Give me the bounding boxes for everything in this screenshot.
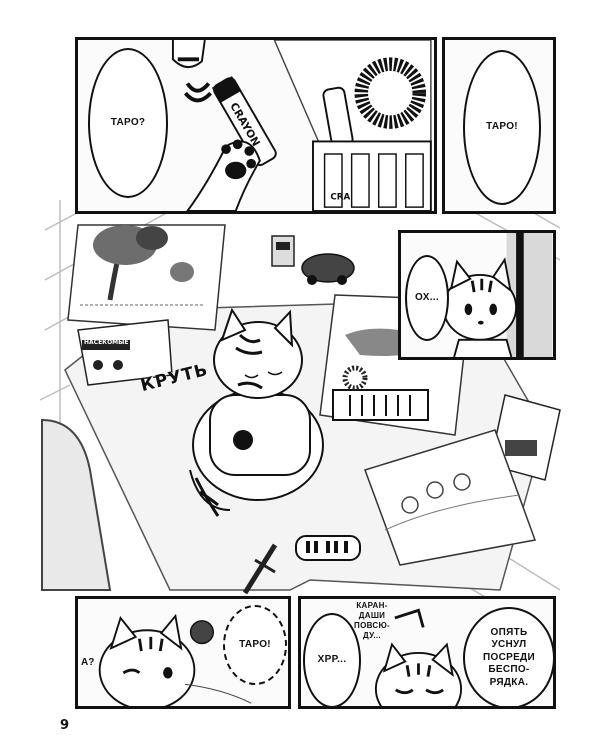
toy-piano xyxy=(295,535,361,561)
speech-text: ТАРО! xyxy=(486,121,518,133)
toy-bug xyxy=(189,620,215,645)
speech-text: ОПЯТЬ УСНУЛ ПОСРЕДИ БЕСПО- РЯДКА. xyxy=(483,626,535,688)
speech-text: ХРР... xyxy=(317,654,347,666)
speech-bubble: ТАРО? xyxy=(88,48,168,198)
book-title: НАСЕКОМЫЕ xyxy=(84,339,129,346)
crayon-scene: CRAYON CRA xyxy=(171,40,432,211)
kitten-paw xyxy=(186,139,261,211)
panel-bottom-right: КАРАН- ДАШИ ПОВСЮ- ДУ... ХРР... ОПЯТЬ УС… xyxy=(298,596,556,709)
firetruck-book xyxy=(489,394,561,481)
panel-middle-inset: ОХ... xyxy=(398,230,556,360)
insect-book xyxy=(77,319,173,386)
wreath-small xyxy=(342,365,368,391)
panel-bottom-left: А? ТАРО! xyxy=(75,596,291,709)
kitten-feet xyxy=(171,40,213,103)
speech-text: ТАРО! xyxy=(239,638,271,650)
chair-edge xyxy=(41,418,112,591)
speech-text: ТАРО? xyxy=(110,116,146,128)
thought-bubble: ТАРО! xyxy=(223,605,287,685)
small-speech-text: А? xyxy=(81,657,95,668)
speech-bubble: ОХ... xyxy=(405,255,449,341)
speech-bubble-left: ХРР... xyxy=(303,613,361,706)
sleeping-kitten xyxy=(189,307,324,517)
sleeping-kitten-closeup xyxy=(374,608,463,706)
speech-bubble-top: КАРАН- ДАШИ ПОВСЮ- ДУ... xyxy=(347,601,397,641)
children-drawing xyxy=(364,429,537,566)
speech-text: КАРАН- ДАШИ ПОВСЮ- ДУ... xyxy=(354,601,390,640)
speech-text: ОХ... xyxy=(415,291,439,303)
page-number: 9 xyxy=(60,718,70,733)
kitten-closeup xyxy=(442,233,553,357)
crayon-box: CRA xyxy=(312,140,432,211)
crayon-box-floor xyxy=(332,389,429,421)
speech-bubble: ТАРО! xyxy=(463,50,541,205)
svg-text:CRA: CRA xyxy=(330,192,350,202)
panel-top-right: ТАРО! xyxy=(442,37,556,214)
toy-robot xyxy=(271,235,295,267)
toy-sword xyxy=(242,543,278,595)
speech-bubble-right: ОПЯТЬ УСНУЛ ПОСРЕДИ БЕСПО- РЯДКА. xyxy=(463,607,553,706)
kitten-face-scene xyxy=(98,613,252,706)
tree-drawing-paper xyxy=(67,224,226,331)
panel-top-left: CRAYON CRA xyxy=(75,37,437,214)
toy-car xyxy=(301,253,355,285)
